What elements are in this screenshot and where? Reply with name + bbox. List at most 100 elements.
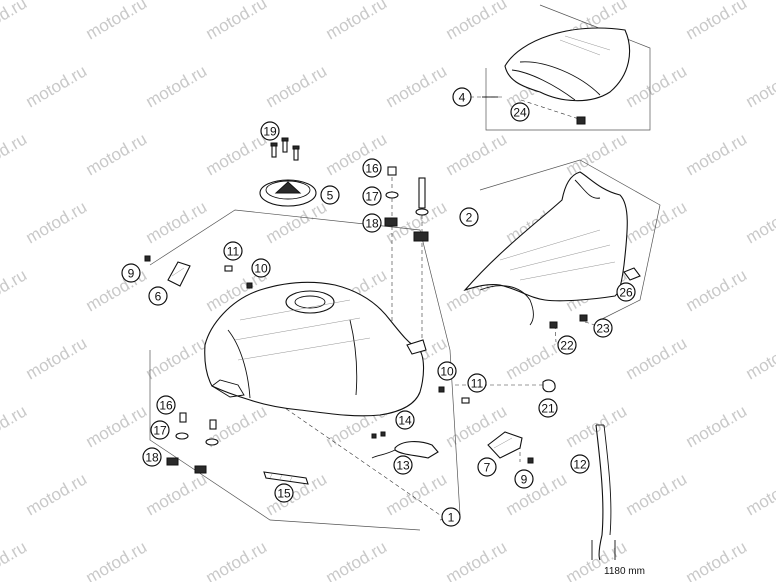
- watermark-text: motod.ru: [743, 197, 776, 247]
- callout-circle: [142, 447, 162, 467]
- callout-18: 18: [362, 213, 382, 233]
- callout-circle: [393, 455, 413, 475]
- callout-circle: [156, 395, 176, 415]
- callout-number: 4: [459, 91, 466, 105]
- watermark-text: motod.ru: [143, 197, 211, 247]
- callout-7: 7: [477, 457, 497, 477]
- callout-circle: [121, 263, 141, 283]
- callout-layer: 1245679910101111121314151616171718181921…: [121, 87, 636, 527]
- callout-circle: [616, 282, 636, 302]
- callout-circle: [514, 469, 534, 489]
- watermark-text: motod.ru: [443, 537, 511, 582]
- callout-circle: [477, 457, 497, 477]
- watermark-text: motod.ru: [143, 61, 211, 111]
- watermark-text: motod.ru: [0, 129, 30, 179]
- rear-seat-part: [504, 27, 631, 125]
- callout-number: 17: [153, 424, 167, 438]
- callout-circle: [148, 286, 168, 306]
- watermark-text: motod.ru: [0, 0, 30, 43]
- callout-2: 2: [459, 207, 479, 227]
- callout-13: 13: [393, 455, 413, 475]
- watermark-text: motod.ru: [143, 469, 211, 519]
- callout-number: 9: [128, 267, 135, 281]
- callout-22: 22: [557, 335, 577, 355]
- callout-24: 24: [510, 102, 530, 122]
- callout-10: 10: [437, 361, 457, 381]
- watermark-text: motod.ru: [443, 129, 511, 179]
- callout-number: 22: [560, 339, 574, 353]
- callout-number: 1: [448, 511, 455, 525]
- watermark-text: motod.ru: [0, 401, 30, 451]
- callout-circle: [452, 87, 472, 107]
- watermark-text: motod.ru: [623, 469, 691, 519]
- callout-circle: [467, 373, 487, 393]
- callout-circle: [260, 121, 280, 141]
- callout-number: 11: [227, 245, 240, 259]
- callout-number: 26: [619, 286, 633, 300]
- callout-number: 5: [327, 189, 334, 203]
- watermark-text: motod.ru: [0, 265, 30, 315]
- callout-circle: [362, 186, 382, 206]
- fastener-stack-upper: [384, 166, 429, 242]
- callout-number: 2: [466, 211, 473, 225]
- watermark-text: motod.ru: [743, 469, 776, 519]
- watermark-text: motod.ru: [83, 537, 151, 582]
- watermark-text: motod.ru: [83, 0, 151, 43]
- callout-19: 19: [260, 121, 280, 141]
- watermark-text: motod.ru: [23, 61, 91, 111]
- callout-number: 19: [263, 125, 277, 139]
- callout-17: 17: [362, 186, 382, 206]
- fuel-cap-part: [259, 179, 317, 207]
- watermark-text: motod.ru: [683, 537, 751, 582]
- callout-26: 26: [616, 282, 636, 302]
- watermark-text: motod.ru: [203, 0, 271, 43]
- callout-number: 23: [596, 322, 610, 336]
- watermark-text: motod.ru: [683, 129, 751, 179]
- callout-18: 18: [142, 447, 162, 467]
- callout-1: 1: [441, 507, 461, 527]
- callout-5: 5: [320, 185, 340, 205]
- hose-length-label: 1180 mm: [604, 566, 645, 577]
- watermark-text: motod.ru: [503, 469, 571, 519]
- callout-6: 6: [148, 286, 168, 306]
- front-seat-part: [463, 171, 641, 329]
- bracket-7-part: [487, 431, 534, 464]
- fastener-stack-lower: [166, 412, 219, 474]
- callout-circle: [223, 241, 243, 261]
- bolts-19-part: [270, 137, 300, 161]
- callout-15: 15: [274, 483, 294, 503]
- rubber-strip-part: [263, 471, 309, 485]
- watermark-text: motod.ru: [23, 333, 91, 383]
- callout-number: 10: [254, 262, 268, 276]
- screws-part: [224, 265, 470, 404]
- callout-10: 10: [251, 258, 271, 278]
- callout-circle: [251, 258, 271, 278]
- watermark-text: motod.ru: [623, 333, 691, 383]
- callout-9: 9: [121, 263, 141, 283]
- bracket-6-part: [144, 255, 191, 287]
- callout-circle: [593, 318, 613, 338]
- callout-23: 23: [593, 318, 613, 338]
- callout-number: 13: [396, 459, 410, 473]
- watermark-text: motod.ru: [323, 0, 391, 43]
- callout-4: 4: [452, 87, 472, 107]
- callout-circle: [362, 213, 382, 233]
- tank-lower-frame: [149, 350, 421, 531]
- watermark-text: motod.ru: [683, 265, 751, 315]
- callout-circle: [320, 185, 340, 205]
- callout-circle: [274, 483, 294, 503]
- watermark-text: motod.ru: [683, 0, 751, 43]
- callout-11: 11: [467, 373, 487, 393]
- callout-number: 17: [365, 190, 379, 204]
- callout-number: 11: [471, 377, 484, 391]
- watermark-text: motod.ru: [23, 197, 91, 247]
- watermark-text: motod.ru: [323, 537, 391, 582]
- callout-circle: [437, 361, 457, 381]
- watermark-text: motod.ru: [743, 333, 776, 383]
- callout-11: 11: [223, 241, 243, 261]
- callout-16: 16: [156, 395, 176, 415]
- callout-number: 16: [365, 162, 379, 176]
- fuel-tank-part: [204, 281, 427, 417]
- hose-clamp-part: [542, 379, 556, 393]
